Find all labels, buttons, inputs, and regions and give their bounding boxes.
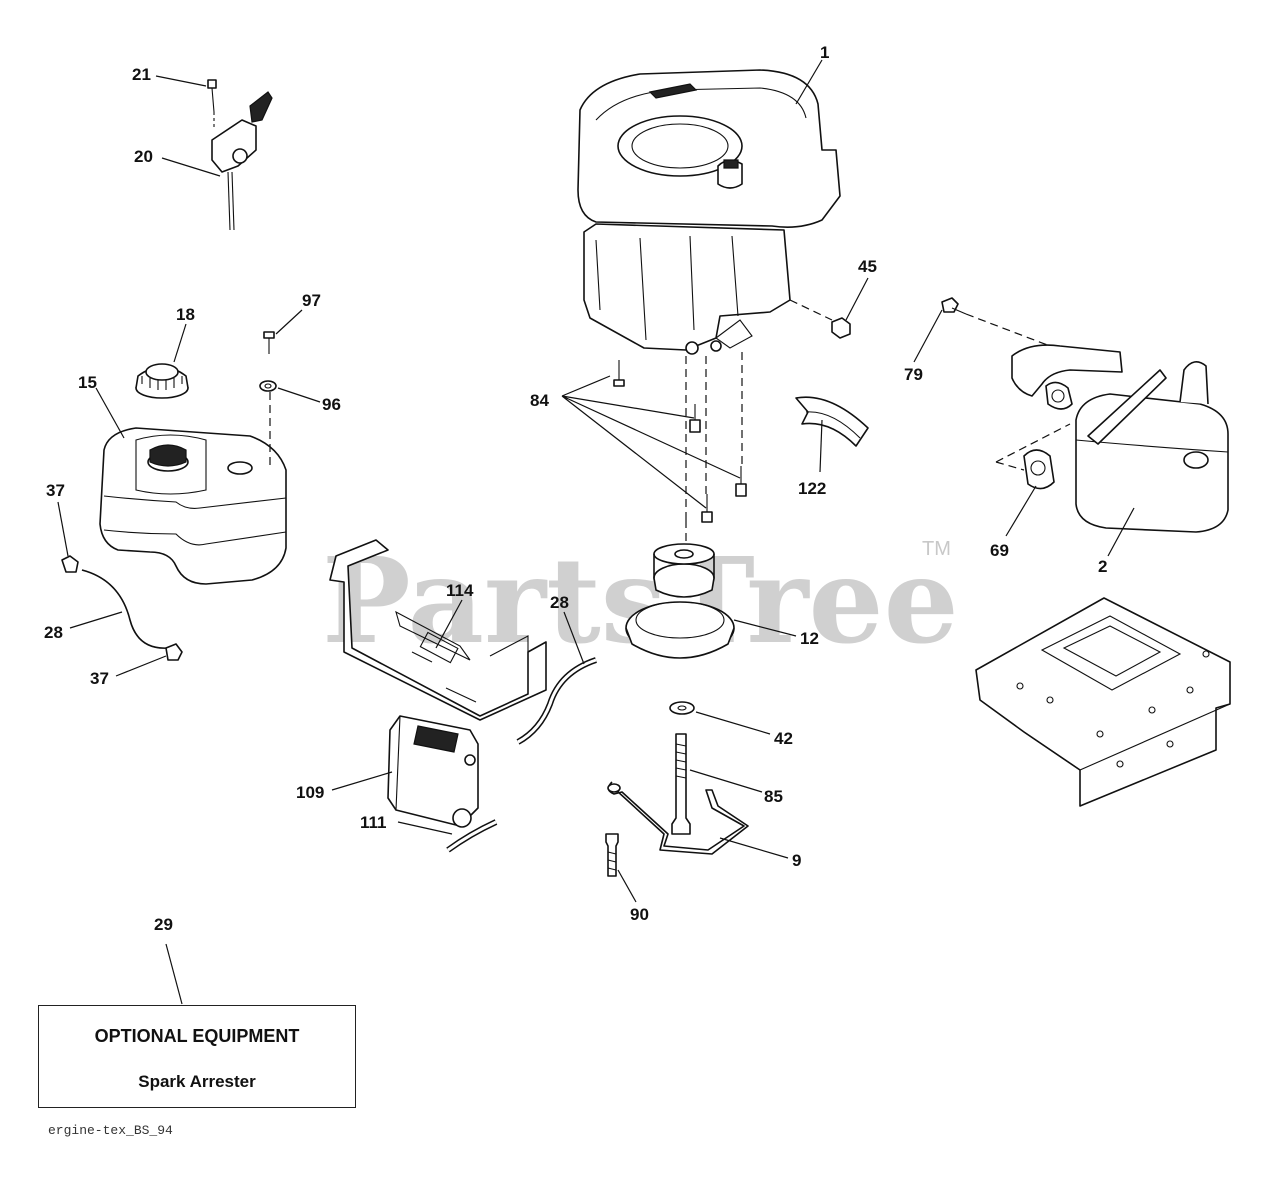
muffler-gasket-part [995, 423, 1071, 490]
callout-20: 20 [134, 147, 153, 166]
trademark-symbol: TM [922, 538, 951, 560]
pulley-bolt-part [671, 733, 691, 835]
callout-84: 84 [530, 391, 549, 410]
callout-90: 90 [630, 905, 649, 924]
muffler-screw-part [941, 297, 1051, 347]
callout-42: 42 [774, 729, 793, 748]
callout-18: 18 [176, 305, 195, 324]
callout-85: 85 [764, 787, 783, 806]
callout-109: 109 [296, 783, 324, 802]
callout-79: 79 [904, 365, 923, 384]
callout-114: 114 [446, 581, 474, 600]
tank-screw-part [259, 331, 277, 470]
short-hose-part [446, 819, 498, 853]
callout-28-center: 28 [550, 593, 569, 612]
throttle-control-part [207, 79, 273, 231]
engine-mount-plate-part [975, 597, 1231, 807]
optional-equipment-box: OPTIONAL EQUIPMENT Spark Arrester [38, 1005, 356, 1108]
pulley-washer-part [669, 701, 695, 715]
callout-122: 122 [798, 479, 826, 498]
fuel-line-center-part [516, 657, 597, 745]
callout-labels: 1 21 20 18 97 15 96 37 28 37 114 28 109 … [44, 43, 1107, 934]
callout-45: 45 [858, 257, 877, 276]
callout-29: 29 [154, 915, 173, 934]
fuel-tank-part [99, 427, 287, 585]
callout-69: 69 [990, 541, 1009, 560]
callout-1: 1 [820, 43, 829, 62]
callout-15: 15 [78, 373, 97, 392]
belt-guide-part [607, 781, 749, 855]
callout-111: 111 [360, 813, 387, 832]
tank-bracket-part [329, 539, 547, 721]
belt-guide-bolt-part [605, 833, 619, 877]
fuel-pump-part [387, 715, 479, 828]
callout-12: 12 [800, 629, 819, 648]
callout-96: 96 [322, 395, 341, 414]
callout-37-top: 37 [46, 481, 65, 500]
callout-97: 97 [302, 291, 321, 310]
callout-28-left: 28 [44, 623, 63, 642]
muffler-part [1011, 344, 1229, 533]
optional-equipment-item: Spark Arrester [138, 1072, 256, 1091]
nut-part [789, 299, 851, 339]
callout-9: 9 [792, 851, 801, 870]
diagram-id-label: ergine-tex_BS_94 [48, 1123, 173, 1138]
callout-37-bottom: 37 [90, 669, 109, 688]
engine-pulley-part [625, 543, 735, 659]
fuel-line-left-part [61, 555, 183, 661]
callout-21: 21 [132, 65, 151, 84]
fuel-cap-part [135, 363, 189, 399]
heat-shield-part [795, 396, 869, 447]
engine-part [577, 69, 841, 355]
callout-2: 2 [1098, 557, 1107, 576]
optional-equipment-title: OPTIONAL EQUIPMENT [94, 1026, 300, 1046]
leader-lines [57, 59, 1135, 1005]
